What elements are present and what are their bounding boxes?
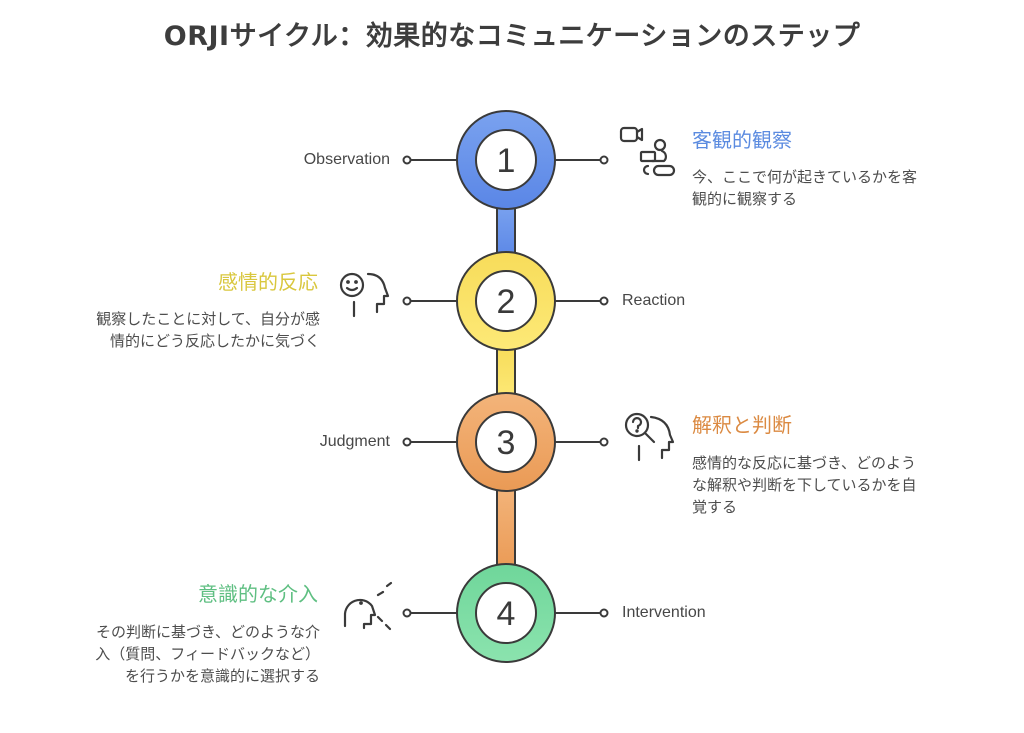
leader-dot-3-right	[599, 437, 609, 447]
step-number-2: 2	[497, 283, 516, 321]
step-number-1: 1	[497, 142, 516, 180]
step-number-4: 4	[497, 595, 516, 633]
leader-dot-2-right	[599, 296, 609, 306]
step-2-heading: 感情的反応	[218, 270, 318, 294]
description-line: 情的にどう反応したかに気づく	[109, 332, 320, 350]
person-at-laptop-with-video-camera-icon	[619, 126, 676, 177]
step-1-heading: 客観的観察	[692, 128, 792, 152]
step-4-description: その判断に基づき、どのような介 入（質問、フィードバックなど） を行うかを意識的…	[40, 621, 320, 687]
step-2-description: 観察したことに対して、自分が感 情的にどう反応したかに気づく	[40, 308, 320, 352]
leader-dot-3-left	[402, 437, 412, 447]
leader-dot-2-left	[402, 296, 412, 306]
description-line: な解釈や判断を下しているかを自	[692, 476, 917, 494]
step-3-description: 感情的な反応に基づき、どのよう な解釈や判断を下しているかを自 覚する	[692, 452, 972, 518]
step-4-heading: 意識的な介入	[198, 582, 318, 606]
step-1-description: 今、ここで何が起きているかを客 観的に観察する	[692, 166, 972, 210]
leader-dot-4-right	[599, 608, 609, 618]
description-line: 覚する	[692, 498, 738, 516]
diagram-title: ORJIサイクル：効果的なコミュニケーションのステップ	[163, 21, 861, 52]
description-line: 入（質問、フィードバックなど）	[95, 645, 320, 663]
connector-3-4	[496, 486, 516, 572]
step-4-english-label: Intervention	[622, 604, 706, 621]
step-2-english-label: Reaction	[622, 292, 686, 309]
leader-dot-1-left	[402, 155, 412, 165]
step-3-english-label: Judgment	[319, 433, 390, 450]
step-circle-4: 4	[456, 563, 556, 663]
step-circle-3: 3	[456, 392, 556, 492]
leader-dot-4-left	[402, 608, 412, 618]
description-line: その判断に基づき、どのような介	[96, 623, 320, 641]
leader-dot-1-right	[599, 155, 609, 165]
description-line: 観察したことに対して、自分が感	[96, 310, 320, 328]
smiling-head-icon	[339, 272, 390, 318]
step-3-heading: 解釈と判断	[692, 413, 792, 437]
step-circle-1: 1	[456, 110, 556, 210]
description-line: を行うかを意識的に選択する	[124, 667, 320, 685]
head-question-magnifier-icon	[624, 412, 675, 462]
step-circle-2: 2	[456, 251, 556, 351]
speaking-head-icon	[343, 581, 393, 631]
step-1-english-label: Observation	[303, 151, 390, 168]
description-line: 感情的な反応に基づき、どのよう	[692, 454, 916, 472]
step-number-3: 3	[497, 424, 516, 462]
description-line: 観的に観察する	[692, 190, 798, 208]
description-line: 今、ここで何が起きているかを客	[692, 168, 918, 186]
